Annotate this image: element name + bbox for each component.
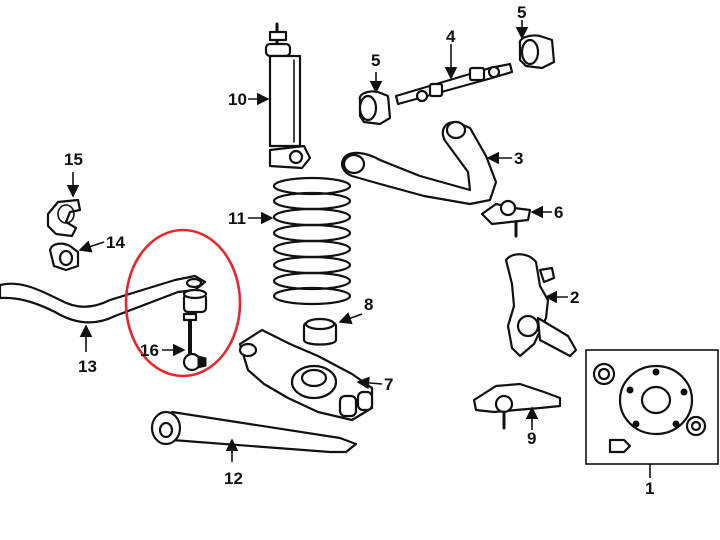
highlight-circle <box>124 228 242 378</box>
stabilizer-bar <box>0 274 207 324</box>
callout-11: 11 <box>228 209 246 228</box>
shock-absorber <box>264 22 312 170</box>
callout-1: 1 <box>645 479 654 498</box>
bushing-bracket <box>48 242 80 272</box>
upper-ball-joint <box>480 199 532 238</box>
hub-assembly <box>585 349 719 465</box>
stabilizer-link <box>182 288 208 372</box>
bump-stop <box>302 317 338 346</box>
stabilizer-bushing <box>46 198 82 238</box>
lower-ball-joint <box>472 382 562 430</box>
steering-knuckle <box>504 253 578 358</box>
callouts: 15 14 13 16 10 11 8 7 12 5 5 4 3 6 2 9 1 <box>64 3 654 498</box>
upper-arm-bushing <box>518 34 556 70</box>
lower-control-arm <box>238 328 374 422</box>
callout-10: 10 <box>228 90 247 109</box>
callout-5b: 5 <box>517 3 526 22</box>
callout-7: 7 <box>384 375 393 394</box>
callout-4: 4 <box>446 27 456 46</box>
upper-control-arm <box>341 120 498 206</box>
leader-lines <box>66 20 651 478</box>
coil-spring <box>272 176 352 306</box>
callout-12: 12 <box>224 469 243 488</box>
callout-8: 8 <box>364 295 373 314</box>
strut-rod <box>150 410 358 454</box>
leader-8 <box>338 312 363 325</box>
callout-15: 15 <box>64 150 83 169</box>
callout-6: 6 <box>554 203 563 222</box>
callout-5a: 5 <box>371 51 380 70</box>
callout-2: 2 <box>570 288 579 307</box>
upper-arm-bushing <box>358 90 392 126</box>
upper-arm-shaft <box>394 62 514 106</box>
callout-16: 16 <box>140 341 159 360</box>
callout-13: 13 <box>78 357 97 376</box>
leader-7 <box>356 376 383 390</box>
leader-14 <box>78 240 105 253</box>
callout-3: 3 <box>514 149 523 168</box>
callout-9: 9 <box>527 429 536 448</box>
callout-14: 14 <box>106 233 125 252</box>
